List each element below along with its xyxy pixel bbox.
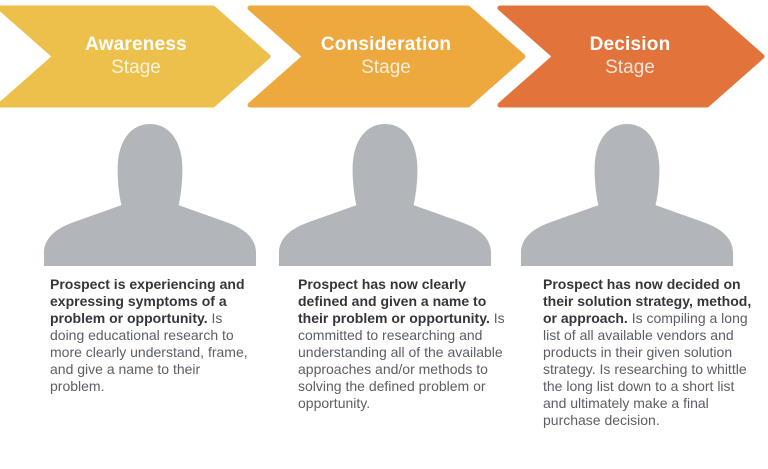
stage-arrows-band <box>0 5 765 108</box>
person-silhouette-icon <box>520 124 734 266</box>
description-lead: Prospect is experiencing and expressing … <box>50 276 245 326</box>
description-body: Is compiling a long list of all availabl… <box>543 310 748 428</box>
consideration-stage-arrow <box>247 5 526 108</box>
person-silhouette-icon <box>278 124 492 266</box>
consideration-stage-description: Prospect has now clearly defined and giv… <box>298 276 505 412</box>
description-lead: Prospect has now clearly defined and giv… <box>298 276 490 326</box>
description-body: Is committed to researching and understa… <box>298 310 505 411</box>
description-body: Is doing educational research to more cl… <box>50 310 248 394</box>
awareness-stage-description: Prospect is experiencing and expressing … <box>50 276 257 395</box>
person-silhouette-shape <box>278 124 492 266</box>
awareness-stage-arrow <box>0 5 271 108</box>
description-lead: Prospect has now decided on their soluti… <box>543 276 752 326</box>
person-silhouette-shape <box>43 124 257 266</box>
person-silhouette-shape <box>520 124 734 266</box>
person-silhouette-icon <box>43 124 257 266</box>
decision-stage-description: Prospect has now decided on their soluti… <box>543 276 754 429</box>
decision-stage-arrow <box>497 5 765 108</box>
